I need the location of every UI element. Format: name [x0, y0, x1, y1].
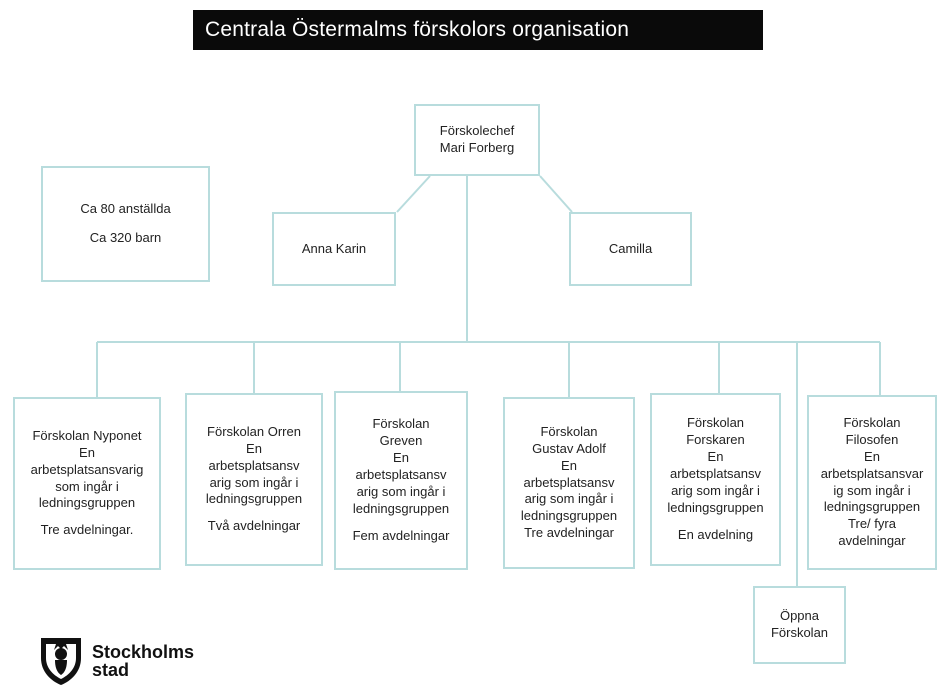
unit-box-forskaren: Förskolan Forskaren En arbetsplatsansv a… — [650, 393, 781, 566]
unit-line: arbetsplatsansv — [355, 467, 447, 483]
deputy-box-left: Anna Karin — [272, 212, 396, 286]
unit-line: Greven — [379, 433, 423, 449]
unit-line: Tre/ fyra — [848, 516, 896, 532]
unit-line: arbetsplatsansv — [523, 474, 615, 490]
unit-line: arbetsplatsansvarig — [30, 461, 144, 477]
stockholms-stad-logo: Stockholms stad — [38, 636, 194, 686]
unit-line: ledningsgruppen — [520, 508, 618, 524]
unit-line: arig som ingår i — [356, 483, 446, 499]
unit-line: En — [707, 449, 724, 465]
unit-line: ledningsgruppen — [38, 495, 136, 511]
unit-line: Förskolan — [843, 414, 901, 430]
open-preschool-line: Öppna — [779, 608, 820, 624]
unit-departments: Två avdelningar — [207, 518, 301, 534]
open-preschool-line: Förskolan — [770, 625, 829, 640]
unit-line: arbetsplatsansvar — [820, 465, 924, 481]
unit-departments: En avdelning — [677, 526, 754, 542]
unit-box-gustav-adolf: Förskolan Gustav Adolf En arbetsplatsans… — [503, 397, 635, 569]
unit-line: En — [246, 440, 262, 456]
unit-line: arbetsplatsansv — [669, 466, 762, 482]
unit-line: ledningsgruppen — [667, 499, 764, 515]
page-title: Centrala Östermalms förskolors organisat… — [193, 10, 763, 50]
logo-name-line: stad — [92, 660, 130, 680]
unit-line: Filosofen — [845, 431, 899, 447]
unit-line: En — [79, 444, 95, 460]
unit-line: Förskolan — [540, 423, 598, 439]
staff-count: Ca 80 anställda — [80, 201, 171, 217]
page-title-text: Centrala Östermalms förskolors organisat… — [205, 18, 630, 41]
deputy-name: Anna Karin — [301, 240, 367, 256]
unit-departments: Fem avdelningar — [352, 527, 450, 543]
unit-line: som ingår i — [55, 478, 119, 494]
unit-line: arbetsplatsansv — [208, 457, 300, 473]
logo-text: Stockholms stad — [92, 643, 194, 679]
unit-line: arig som ingår i — [524, 491, 614, 507]
unit-line: ig som ingår i — [833, 482, 911, 498]
unit-box-nyponet: Förskolan Nyponet En arbetsplatsansvarig… — [13, 397, 161, 570]
unit-line: arig som ingår i — [209, 474, 299, 490]
unit-box-filosofen: Förskolan Filosofen En arbetsplatsansvar… — [807, 395, 937, 570]
unit-departments: Tre avdelningar. — [40, 522, 134, 538]
unit-line: ledningsgruppen — [823, 499, 921, 515]
unit-line: arig som ingår i — [671, 482, 760, 498]
head-role: Förskolechef — [439, 123, 515, 139]
deputy-box-right: Camilla — [569, 212, 692, 286]
unit-line: En — [561, 457, 577, 473]
head-person: Mari Forberg — [439, 140, 515, 155]
unit-line: Forskaren — [686, 432, 745, 448]
open-preschool-box: Öppna Förskolan — [753, 586, 846, 664]
unit-line: avdelningar — [838, 533, 906, 549]
unit-box-orren: Förskolan Orren En arbetsplatsansv arig … — [185, 393, 323, 566]
unit-line: Tre avdelningar — [524, 525, 614, 541]
unit-line: Gustav Adolf — [532, 440, 606, 456]
stats-box: Ca 80 anställda Ca 320 barn — [41, 166, 210, 282]
city-crest-icon — [41, 638, 81, 685]
unit-line: ledningsgruppen — [352, 500, 450, 516]
unit-box-greven: Förskolan Greven En arbetsplatsansv arig… — [334, 391, 468, 570]
unit-line: En — [864, 448, 880, 464]
children-count: Ca 320 barn — [89, 230, 162, 245]
head-box: Förskolechef Mari Forberg — [414, 104, 540, 176]
unit-line: Förskolan — [686, 415, 745, 431]
unit-line: En — [393, 450, 409, 466]
unit-line: Förskolan Orren — [207, 423, 301, 439]
deputy-name: Camilla — [608, 240, 653, 256]
unit-line: Förskolan Nyponet — [32, 427, 142, 443]
unit-line: ledningsgruppen — [205, 491, 303, 507]
logo-name-line: Stockholms — [92, 642, 195, 662]
unit-line: Förskolan — [372, 416, 430, 432]
